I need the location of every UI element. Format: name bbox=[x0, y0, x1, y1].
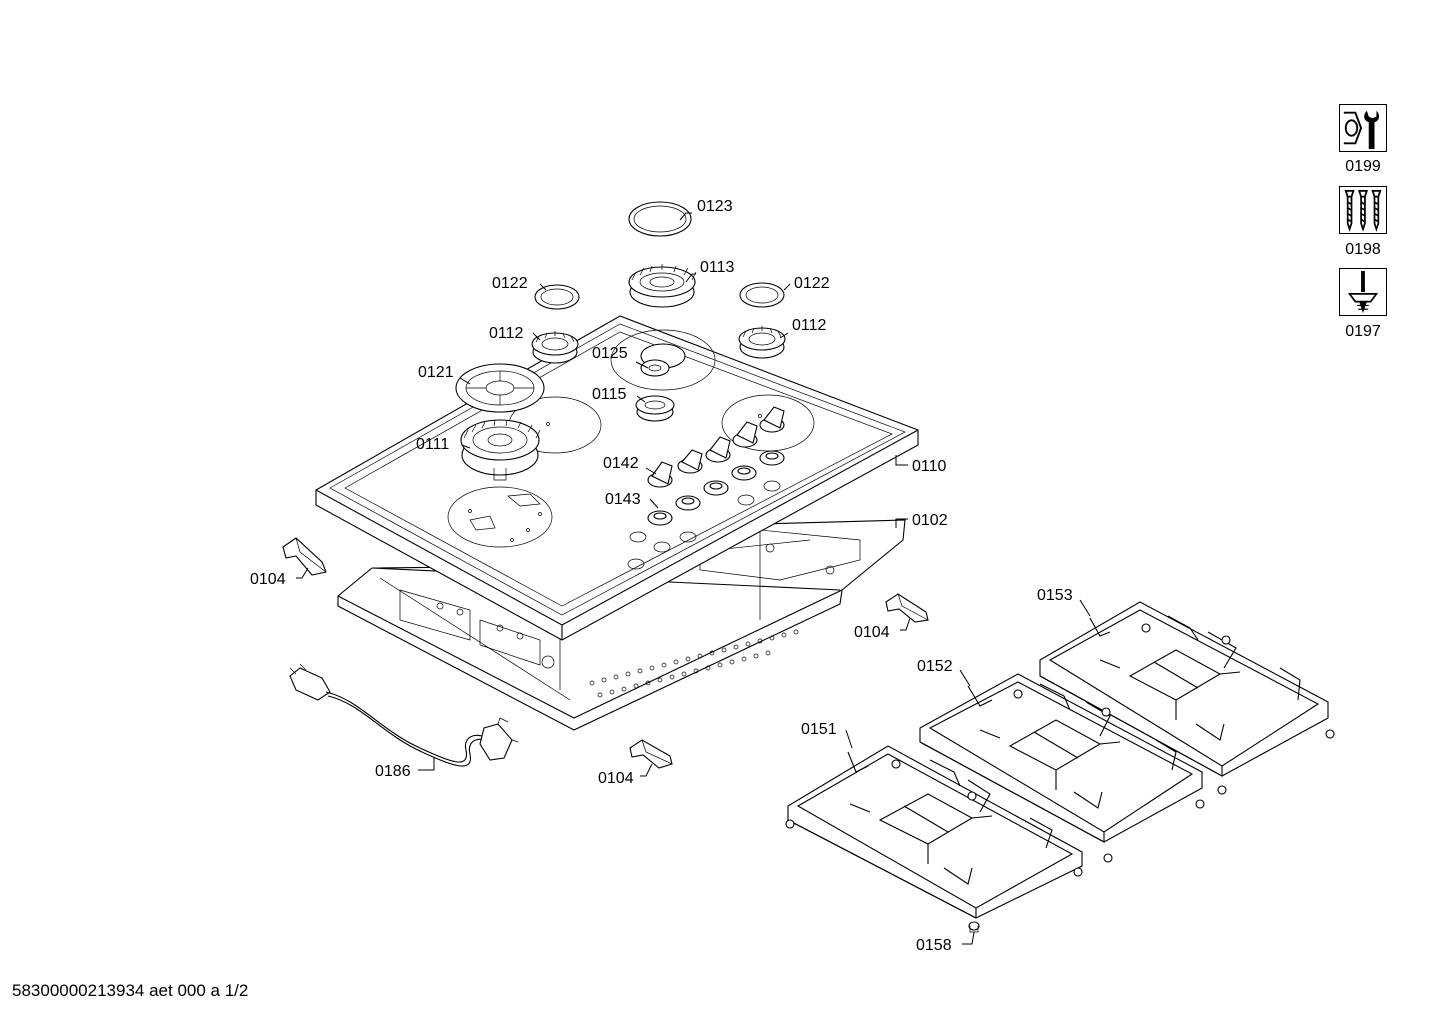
label-0112-right[interactable]: 0112 bbox=[792, 317, 827, 334]
label-0113[interactable]: 0113 bbox=[700, 259, 735, 276]
burner-0115[interactable] bbox=[635, 395, 675, 422]
part-labels: 0123 0113 0122 0122 0112 0112 0125 0121 … bbox=[250, 198, 1073, 954]
burner-0111[interactable] bbox=[460, 419, 541, 481]
cap-0122-left[interactable] bbox=[534, 284, 580, 310]
screwdriver-icon[interactable] bbox=[1339, 268, 1387, 316]
label-0151[interactable]: 0151 bbox=[801, 721, 837, 738]
power-cable[interactable] bbox=[289, 663, 519, 767]
label-0152[interactable]: 0152 bbox=[917, 658, 953, 675]
label-0121[interactable]: 0121 bbox=[418, 364, 454, 381]
leader-lines bbox=[296, 212, 1091, 945]
wrench-nut-icon[interactable] bbox=[1339, 104, 1387, 152]
foot-0158[interactable] bbox=[968, 921, 980, 933]
icon-label-0197: 0197 bbox=[1345, 323, 1381, 340]
bracket-0104-bottom[interactable] bbox=[629, 739, 673, 769]
label-0112-left[interactable]: 0112 bbox=[489, 325, 524, 342]
label-0110[interactable]: 0110 bbox=[912, 458, 947, 475]
label-0123[interactable]: 0123 bbox=[697, 198, 733, 215]
document-id: 58300000213934 aet 000 a 1/2 bbox=[12, 981, 249, 1000]
bracket-0104-left[interactable] bbox=[282, 537, 327, 576]
label-0186[interactable]: 0186 bbox=[375, 763, 411, 780]
burner-0113[interactable] bbox=[628, 264, 697, 308]
screws-icon[interactable] bbox=[1339, 186, 1387, 234]
burner-0112-left[interactable] bbox=[531, 331, 579, 364]
label-0125[interactable]: 0125 bbox=[592, 345, 628, 362]
control-knobs[interactable] bbox=[647, 406, 785, 526]
label-0104-bottom[interactable]: 0104 bbox=[598, 770, 634, 787]
cap-0121[interactable] bbox=[455, 363, 545, 413]
label-0122-right[interactable]: 0122 bbox=[794, 275, 830, 292]
burner-body-0125[interactable] bbox=[640, 343, 686, 377]
label-0111[interactable]: 0111 bbox=[416, 436, 449, 453]
pan-support-0151[interactable] bbox=[785, 745, 1083, 919]
icon-label-0198: 0198 bbox=[1345, 241, 1381, 258]
label-0115[interactable]: 0115 bbox=[592, 386, 627, 403]
cap-0122-right[interactable] bbox=[739, 282, 785, 308]
label-0153[interactable]: 0153 bbox=[1037, 587, 1073, 604]
label-0102[interactable]: 0102 bbox=[912, 512, 948, 529]
label-0104-right[interactable]: 0104 bbox=[854, 624, 890, 641]
label-0158[interactable]: 0158 bbox=[916, 937, 952, 954]
label-0104-left[interactable]: 0104 bbox=[250, 571, 286, 588]
label-0122-left[interactable]: 0122 bbox=[492, 275, 528, 292]
icon-label-0199: 0199 bbox=[1345, 158, 1381, 175]
label-0143[interactable]: 0143 bbox=[605, 491, 641, 508]
pan-support-0153[interactable] bbox=[1039, 601, 1335, 795]
hob-top-plate[interactable] bbox=[315, 315, 919, 641]
bracket-0104-right[interactable] bbox=[885, 593, 929, 623]
burner-0112-right[interactable] bbox=[738, 326, 786, 359]
pan-support-0152[interactable] bbox=[919, 673, 1205, 863]
label-0142[interactable]: 0142 bbox=[603, 455, 639, 472]
cap-0123[interactable] bbox=[628, 201, 692, 237]
